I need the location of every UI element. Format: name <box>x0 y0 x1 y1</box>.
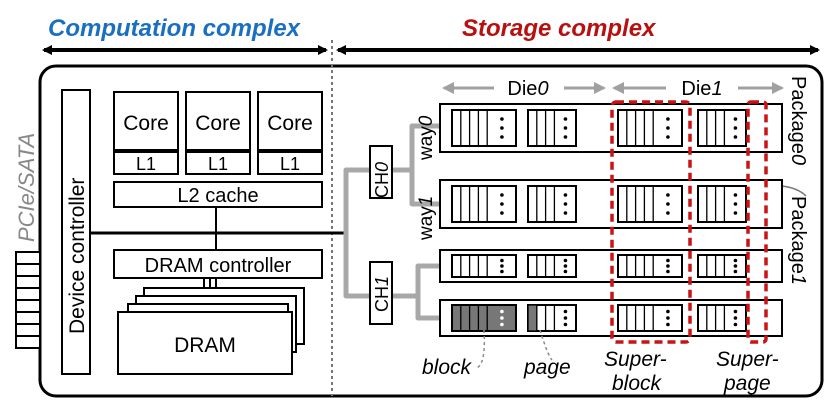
storage-complex-heading: Storage complex <box>462 15 657 42</box>
dram-controller-box <box>113 249 323 279</box>
channel-1-box <box>369 261 393 325</box>
channel-1-label: CH1 <box>372 276 392 312</box>
core-group-2: Core L1 <box>257 91 323 175</box>
channel-wiring <box>343 123 440 321</box>
flash-block-icon <box>697 109 747 147</box>
l1-cache-box <box>113 151 179 175</box>
core-box <box>185 91 251 151</box>
way-1-label: way1 <box>416 196 437 241</box>
pcie-sata-connector <box>15 251 41 349</box>
l1-cache-label: L1 <box>208 154 228 174</box>
flash-block-icon <box>451 185 517 223</box>
flash-block-icon <box>451 304 517 332</box>
package-0-label: Package0 <box>787 76 809 165</box>
die-1-label: Die1 <box>681 78 722 100</box>
flash-block-icon <box>527 109 577 147</box>
l1-cache-box <box>185 151 251 175</box>
l2-cache-box <box>113 181 323 208</box>
core-label: Core <box>123 112 169 135</box>
flash-block-icon <box>617 254 683 278</box>
page-leader <box>539 329 553 361</box>
dram-stack <box>117 287 305 375</box>
core-label: Core <box>195 112 241 135</box>
page-annotation: page <box>523 356 571 379</box>
core-group-1: Core L1 <box>185 91 251 175</box>
flash-block-icon <box>451 254 517 278</box>
flash-block-icon <box>617 185 683 223</box>
interface-label: PCIe/SATA <box>14 133 39 242</box>
core-group-0: Core L1 <box>113 91 179 175</box>
flash-block-icon <box>697 185 747 223</box>
device-controller-box <box>61 89 91 375</box>
core-box <box>113 91 179 151</box>
flash-block-icon <box>697 254 747 278</box>
l2-cache-label: L2 cache <box>177 185 258 207</box>
flash-block-icon <box>527 304 577 332</box>
dram-box <box>117 311 293 375</box>
flash-block-icon <box>617 109 683 147</box>
flash-block-icon <box>617 304 683 332</box>
computation-complex-heading: Computation complex <box>48 15 302 42</box>
superpage-annotation: Super- page <box>716 348 785 395</box>
core-label: Core <box>267 112 313 135</box>
flash-block-icon <box>527 254 577 278</box>
package-1-label: Package1 <box>787 196 809 285</box>
dram-label: DRAM <box>174 334 236 357</box>
package-divider-curve <box>781 185 807 197</box>
l1-cache-label: L1 <box>136 154 156 174</box>
channel-0-label: CH0 <box>372 162 392 198</box>
way-0-label: way0 <box>416 115 437 161</box>
device-controller-label: Device controller <box>66 178 89 334</box>
flash-block-icon <box>527 185 577 223</box>
l1-cache-box <box>257 151 323 175</box>
flash-block-icon <box>451 109 517 147</box>
die-0-label: Die0 <box>507 78 548 100</box>
core-box <box>257 91 323 151</box>
flash-block-icon <box>697 304 747 332</box>
l1-cache-label: L1 <box>280 154 300 174</box>
block-annotation: block <box>422 356 473 379</box>
dram-controller-label: DRAM controller <box>145 255 292 277</box>
superblock-annotation: Super- block <box>604 348 673 395</box>
superpage-highlight <box>746 100 768 344</box>
channel-0-box <box>369 145 393 199</box>
